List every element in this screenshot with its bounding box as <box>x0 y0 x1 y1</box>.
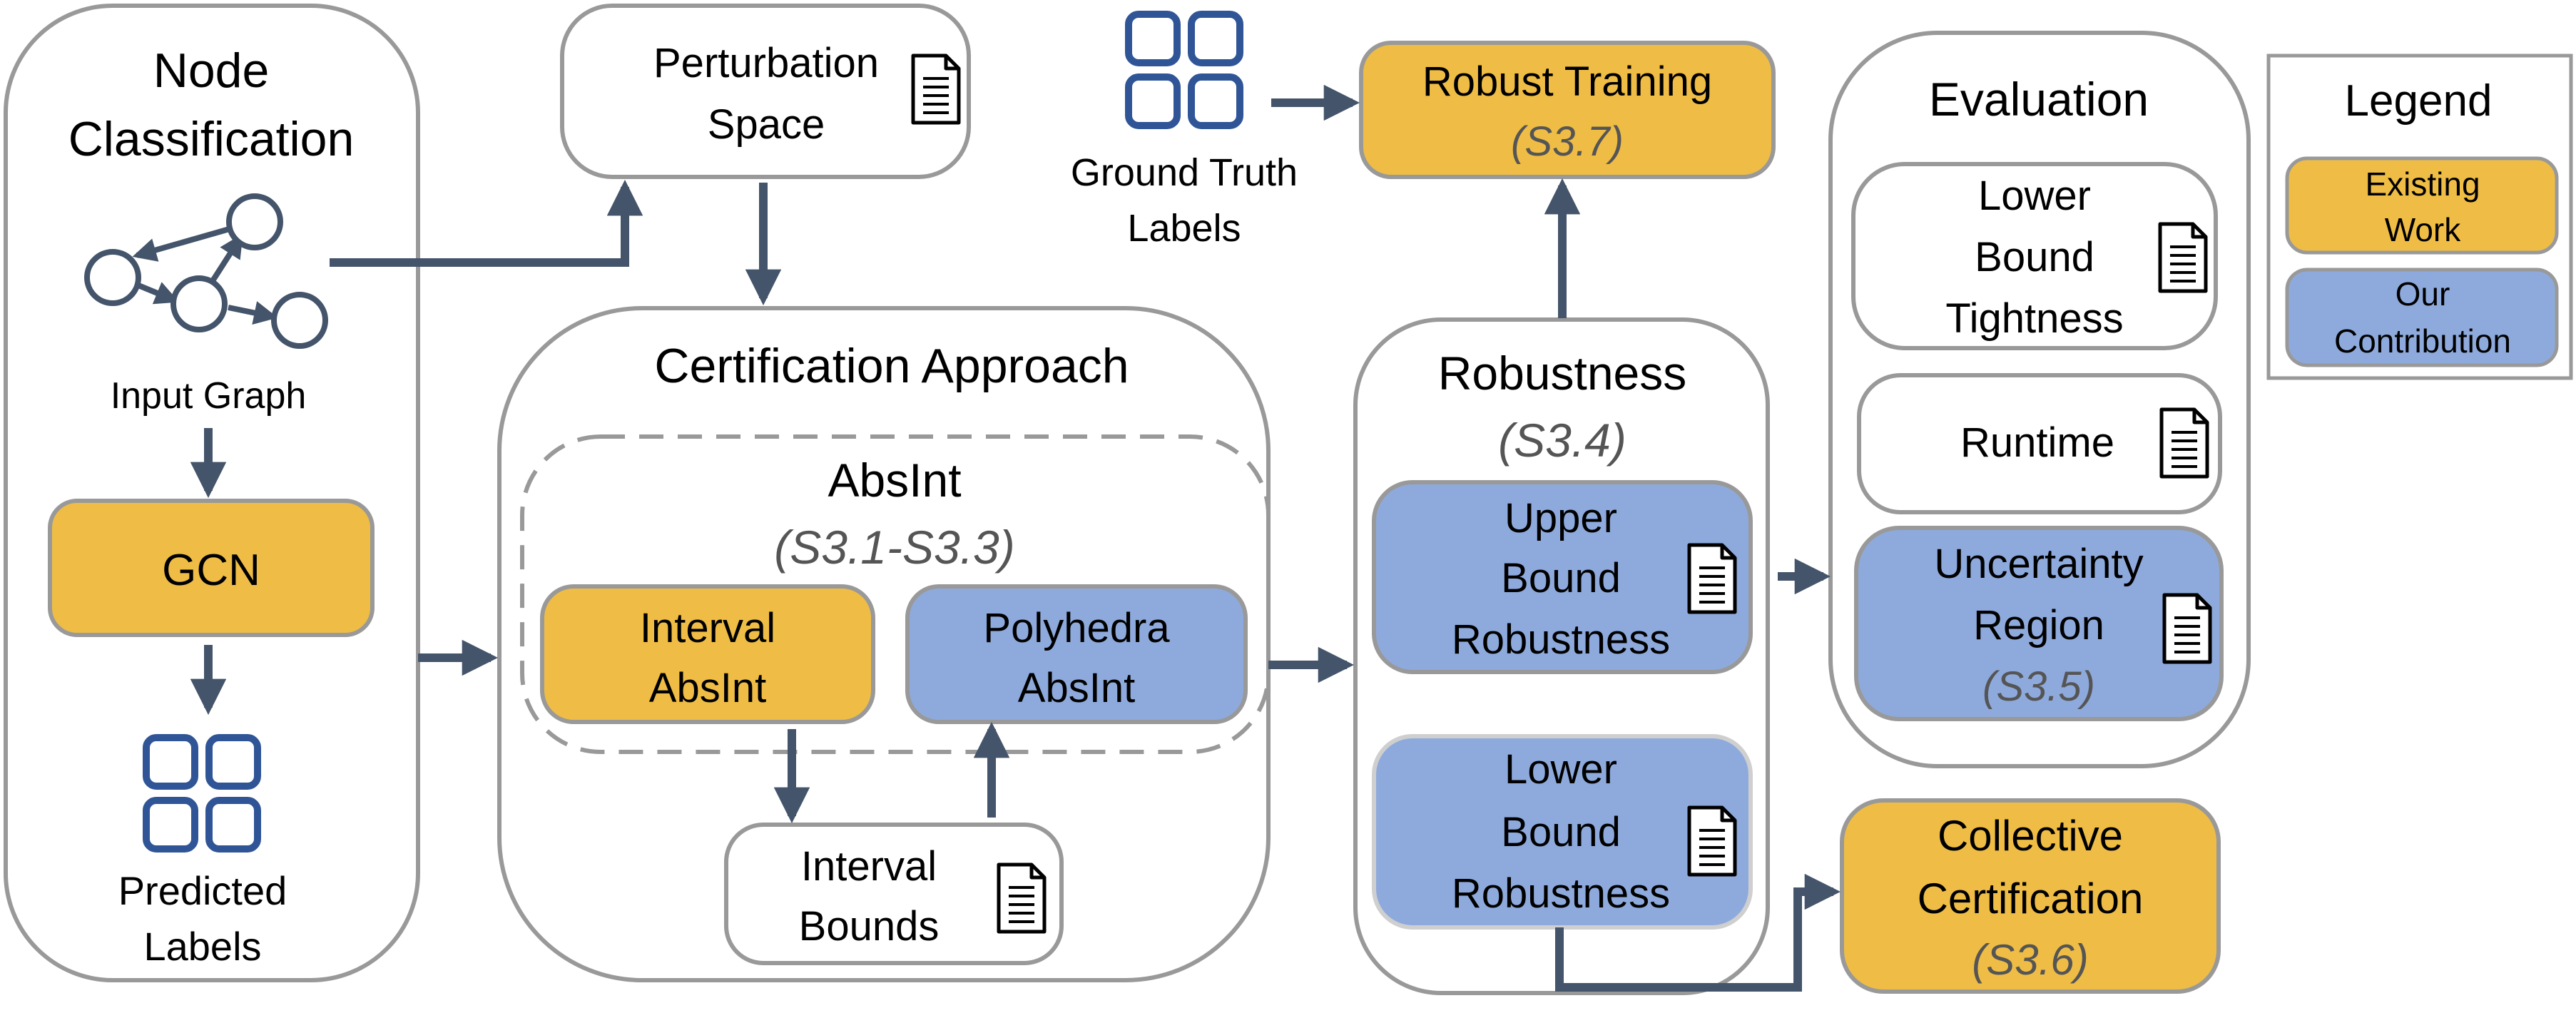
evaluation-title: Evaluation <box>1929 73 2149 126</box>
tightness-line2: Bound <box>1975 234 2094 280</box>
absint-title: AbsInt <box>828 454 961 507</box>
perturbation-space-box: Perturbation Space <box>560 4 971 179</box>
polyhedra-absint-line2: AbsInt <box>1018 665 1135 711</box>
input-graph-label: Input Graph <box>111 375 307 417</box>
upper-bound-line3: Robustness <box>1452 616 1670 663</box>
flow-arrows <box>190 84 1841 992</box>
lower-bound-line1: Lower <box>1505 746 1617 793</box>
document-icon <box>913 56 959 123</box>
interval-absint-line2: AbsInt <box>649 665 766 711</box>
interval-absint-line1: Interval <box>640 605 775 651</box>
robustness-title: Robustness <box>1438 347 1687 399</box>
predicted-labels-line1: Predicted <box>118 868 287 913</box>
interval-absint-box <box>540 584 875 724</box>
predicted-labels-line2: Labels <box>143 924 261 969</box>
legend-ours-line1: Our <box>2396 275 2450 312</box>
legend-existing-line2: Work <box>2385 211 2461 248</box>
legend-title: Legend <box>2345 76 2493 126</box>
document-icon <box>1689 545 1735 612</box>
robustness-panel: Robustness (S3.4) Upper Bound Robustness… <box>1353 317 1770 995</box>
certification-approach-panel: Certification Approach AbsInt (S3.1-S3.3… <box>497 306 1271 982</box>
robust-training-box: Robust Training (S3.7) <box>1359 41 1776 179</box>
arrow-lower-to-collective <box>1555 873 1841 992</box>
upper-bound-line2: Bound <box>1501 555 1621 601</box>
uncertainty-region-box <box>1854 526 2224 721</box>
lower-bound-line2: Bound <box>1501 809 1621 855</box>
document-icon <box>999 865 1044 932</box>
runtime-box <box>1857 373 2222 514</box>
absint-group <box>520 434 1271 754</box>
collective-line1: Collective <box>1938 812 2123 860</box>
runtime-label: Runtime <box>1960 419 2114 466</box>
polyhedra-absint-box <box>905 584 1248 724</box>
document-icon <box>2162 409 2207 477</box>
perturbation-space-line1: Perturbation <box>653 40 879 86</box>
document-icon <box>1689 808 1735 875</box>
interval-bounds-box <box>724 823 1064 965</box>
node-classification-title-line1: Node <box>153 44 270 98</box>
uncertainty-section: (S3.5) <box>1982 663 2095 710</box>
gcn-label: GCN <box>162 546 260 595</box>
robust-training-section: (S3.7) <box>1511 118 1624 165</box>
document-icon <box>2164 595 2210 662</box>
absint-section: (S3.1-S3.3) <box>774 521 1014 574</box>
labels-grid-icon <box>1129 14 1240 126</box>
collective-section: (S3.6) <box>1972 936 2088 984</box>
legend-our-contribution-swatch <box>2285 268 2559 367</box>
upper-bound-robustness-box <box>1372 480 1753 674</box>
collective-line2: Certification <box>1918 875 2144 922</box>
tightness-line3: Tightness <box>1945 295 2123 342</box>
evaluation-panel: Evaluation Lower Bound Tightness Runtime… <box>1828 31 2251 768</box>
legend: Legend Existing Work Our Contribution <box>2266 54 2573 380</box>
lower-bound-tightness-box <box>1851 162 2218 350</box>
certification-approach-title: Certification Approach <box>654 339 1129 393</box>
gcn-box <box>48 499 375 637</box>
tightness-line1: Lower <box>1978 173 2091 219</box>
polyhedra-absint-line1: Polyhedra <box>983 605 1170 651</box>
graph-icon <box>84 193 328 349</box>
uncertainty-line2: Region <box>1973 602 2104 648</box>
collective-certification-box: Collective Certification (S3.6) <box>1840 798 2221 994</box>
ground-truth-labels: Ground Truth Labels <box>1071 14 1298 250</box>
legend-ours-line2: Contribution <box>2334 322 2511 360</box>
interval-bounds-line2: Bounds <box>799 903 940 950</box>
legend-existing-line1: Existing <box>2365 166 2480 203</box>
node-classification-panel: Node Classification Input Graph GCN Pred… <box>4 4 420 982</box>
uncertainty-line1: Uncertainty <box>1934 541 2143 587</box>
lower-bound-line3: Robustness <box>1452 870 1670 917</box>
ground-truth-line1: Ground Truth <box>1071 151 1298 194</box>
perturbation-space-line2: Space <box>708 101 825 148</box>
robust-training-title: Robust Training <box>1422 58 1712 105</box>
arrow-graph-to-perturbation <box>330 179 643 267</box>
document-icon <box>2160 224 2206 291</box>
ground-truth-line2: Labels <box>1127 207 1241 250</box>
robustness-section: (S3.4) <box>1498 414 1626 467</box>
node-classification-title-line2: Classification <box>68 112 355 166</box>
interval-bounds-line1: Interval <box>801 843 937 890</box>
upper-bound-line1: Upper <box>1505 495 1617 541</box>
legend-existing-work-swatch <box>2285 156 2559 255</box>
